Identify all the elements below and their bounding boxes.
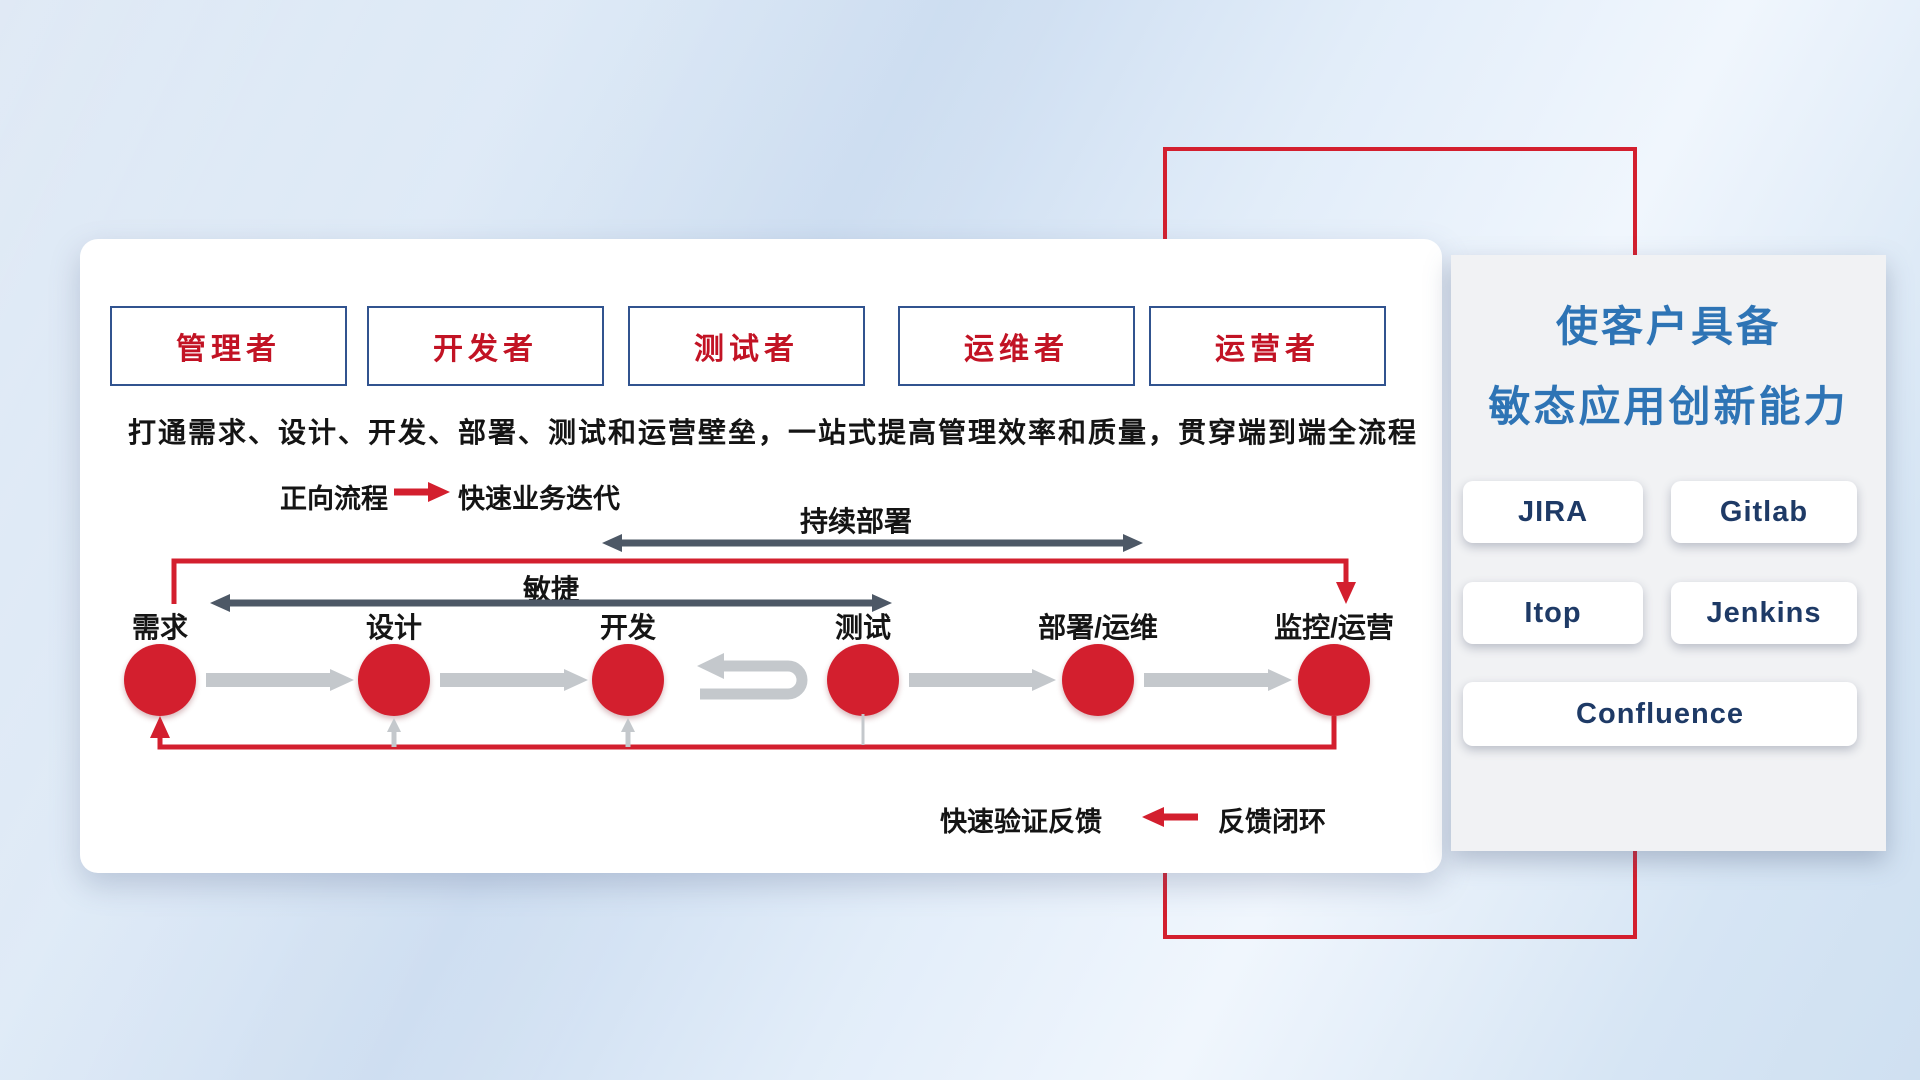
stage-label-monitor-ops: 监控/运营 [1274, 612, 1394, 643]
tool-badge-jenkins: Jenkins [1671, 582, 1857, 644]
tool-label: Gitlab [1719, 495, 1809, 528]
tool-badge-confluence: Confluence [1463, 682, 1857, 746]
role-box-developer: 开发者 [367, 306, 604, 386]
stage-node-design [358, 644, 430, 716]
tool-label: Itop [1524, 596, 1582, 629]
stage-label-requirements: 需求 [131, 612, 188, 643]
stage-node-develop [592, 644, 664, 716]
devops-flow-card: 管理者 开发者 测试者 运维者 运营者 打通需求、设计、开发、部署、测试和运营壁… [80, 239, 1442, 873]
tool-badge-itop: Itop [1463, 582, 1643, 644]
stage-node-test [827, 644, 899, 716]
stage-label-design: 设计 [365, 612, 422, 643]
stage-label-develop: 开发 [599, 612, 656, 643]
feedback-legend-value: 反馈闭环 [1218, 807, 1326, 837]
role-label: 运维者 [964, 333, 1069, 366]
role-box-manager: 管理者 [110, 306, 347, 386]
tool-label: JIRA [1517, 495, 1589, 528]
role-box-tester: 测试者 [628, 306, 865, 386]
tool-badge-gitlab: Gitlab [1671, 481, 1857, 543]
role-label: 管理者 [176, 333, 281, 366]
tools-panel: 使客户具备 敏态应用创新能力 JIRA Gitlab Itop Jenkins … [1451, 255, 1886, 851]
stage-node-monitor-ops [1298, 644, 1370, 716]
tool-label: Jenkins [1706, 596, 1822, 629]
continuous-deployment-label: 持续部署 [799, 506, 912, 537]
tool-badge-jira: JIRA [1463, 481, 1643, 543]
agile-label: 敏捷 [522, 574, 579, 605]
forward-legend-label: 正向流程 [280, 484, 388, 514]
forward-legend-value: 快速业务迭代 [458, 484, 620, 514]
stage-node-deploy-ops [1062, 644, 1134, 716]
role-label: 开发者 [433, 333, 538, 366]
role-box-business: 运营者 [1149, 306, 1386, 386]
panel-title-line2: 敏态应用创新能力 [1488, 383, 1849, 430]
feedback-legend-label: 快速验证反馈 [940, 807, 1102, 837]
panel-title-line1: 使客户具备 [1555, 303, 1781, 350]
stage-label-deploy-ops: 部署/运维 [1038, 612, 1158, 643]
stage-label-test: 测试 [834, 612, 891, 643]
stage-node-requirements [124, 644, 196, 716]
role-box-ops: 运维者 [898, 306, 1135, 386]
role-label: 测试者 [694, 333, 799, 366]
role-label: 运营者 [1215, 333, 1320, 366]
tool-label: Confluence [1576, 697, 1744, 730]
card-description: 打通需求、设计、开发、部署、测试和运营壁垒，一站式提高管理效率和质量，贯穿端到端… [128, 417, 1419, 448]
